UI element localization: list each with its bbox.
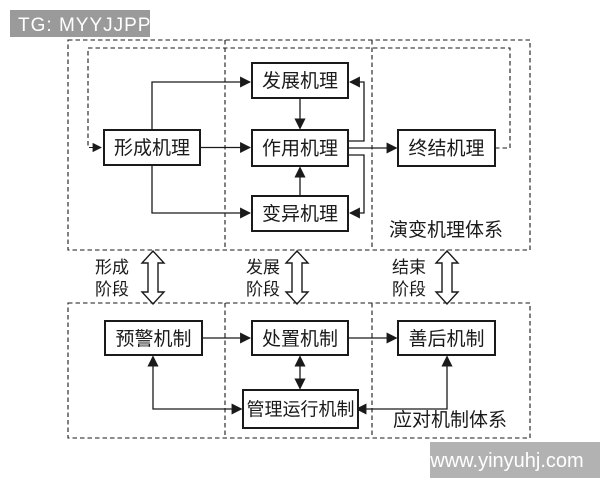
end-stage-double-arrow <box>434 249 460 306</box>
end-stage-label: 结束 阶段 <box>392 258 426 299</box>
header-tag-text: TG: MYYJJPP <box>18 15 151 36</box>
header-tag-background <box>10 10 150 37</box>
watermark-text: www.yinyuhj.com <box>429 450 583 472</box>
response-system-label: 应对机制体系 <box>393 409 507 431</box>
node-action-label: 作用机理 <box>262 138 338 160</box>
node-disposal-label: 处置机制 <box>262 328 338 350</box>
node-early-warning-mechanism: 预警机制 <box>104 320 203 356</box>
node-development-mechanism: 发展机理 <box>251 62 349 99</box>
management-aftermath-link-arrow <box>355 355 453 415</box>
node-mutation-mechanism: 变异机理 <box>251 195 349 232</box>
node-termination-label: 终结机理 <box>408 138 484 160</box>
node-management-operation-mechanism: 管理运行机制 <box>242 389 359 429</box>
watermark: www.yinyuhj.com <box>429 442 600 478</box>
formation-stage-label: 形成 阶段 <box>95 258 129 299</box>
node-mutation-label: 变异机理 <box>262 203 338 225</box>
action-to-development-arrow <box>348 76 365 142</box>
development-stage-double-arrow <box>284 249 310 306</box>
svg-text:阶段: 阶段 <box>246 280 280 299</box>
node-disposal-mechanism: 处置机制 <box>251 320 349 356</box>
node-formation-label: 形成机理 <box>114 137 190 159</box>
svg-text:阶段: 阶段 <box>95 280 129 299</box>
svg-text:形成: 形成 <box>95 258 129 277</box>
formation-to-mutation-arrow <box>151 165 252 219</box>
node-aftermath-label: 善后机制 <box>408 328 484 350</box>
formation-to-development-arrow <box>151 76 252 130</box>
response-system-frame <box>67 302 531 439</box>
svg-text:阶段: 阶段 <box>392 280 426 299</box>
node-early-warning-label: 预警机制 <box>115 328 191 350</box>
node-management-label: 管理运行机制 <box>247 400 355 420</box>
header-tag: TG: MYYJJPP <box>10 10 151 37</box>
node-aftermath-mechanism: 善后机制 <box>397 320 496 356</box>
node-formation-mechanism: 形成机理 <box>103 129 201 166</box>
watermark-background <box>430 442 600 478</box>
termination-to-formation-feedback-arrow <box>87 47 511 153</box>
node-development-label: 发展机理 <box>262 70 338 92</box>
development-stage-label: 发展 阶段 <box>246 258 280 299</box>
evolution-system-label: 演变机理体系 <box>389 219 503 241</box>
formation-stage-double-arrow <box>140 249 166 306</box>
node-action-mechanism: 作用机理 <box>251 129 349 167</box>
svg-text:发展: 发展 <box>246 258 280 277</box>
evolution-system-frame <box>67 39 531 251</box>
node-termination-mechanism: 终结机理 <box>397 129 496 167</box>
management-warning-link-arrow <box>147 355 243 415</box>
action-to-mutation-arrow <box>348 154 365 219</box>
svg-text:结束: 结束 <box>392 258 426 277</box>
